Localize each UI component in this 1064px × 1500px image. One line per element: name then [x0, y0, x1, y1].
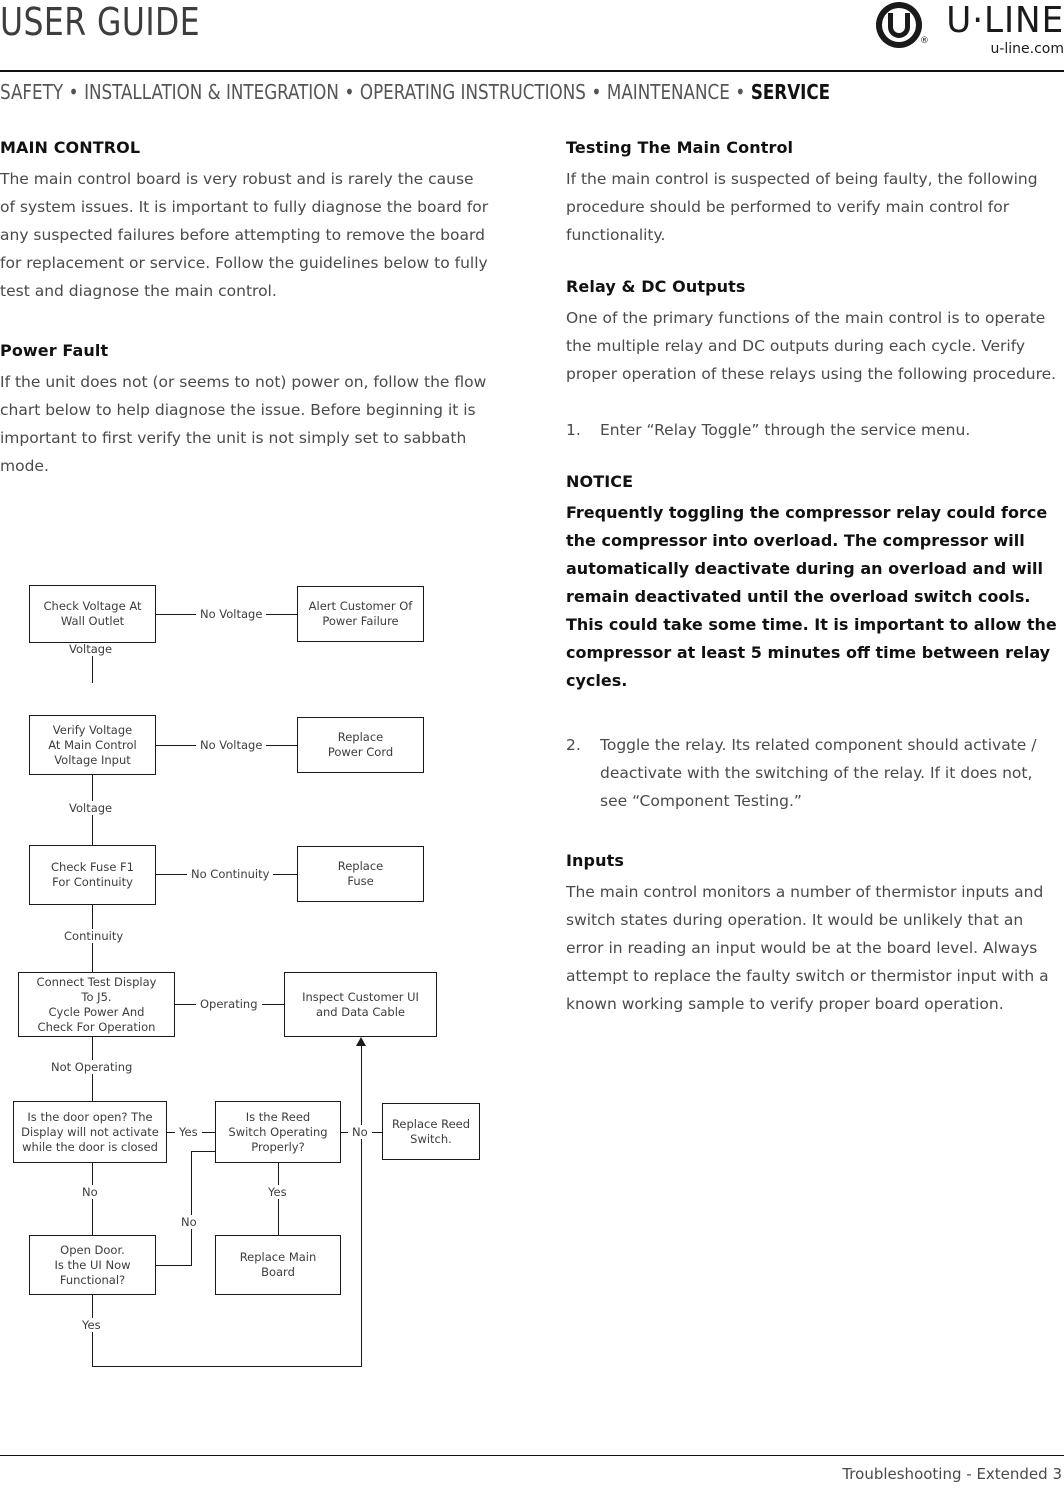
breadcrumb-separator-icon: •	[68, 80, 79, 104]
paragraph-power-fault: If the unit does not (or seems to not) p…	[0, 373, 487, 475]
page-title: USER GUIDE	[0, 0, 201, 44]
paragraph-relay-dc-outputs: One of the primary functions of the main…	[566, 309, 1057, 383]
flow-label-door-no: No	[78, 1185, 102, 1199]
step-text: Enter “Relay Toggle” through the service…	[600, 421, 971, 439]
flow-label-voltage-1: Voltage	[65, 642, 117, 656]
procedure-step-2: 2. Toggle the relay. Its related compone…	[566, 731, 1058, 815]
flow-edge-bottom-return	[92, 1366, 362, 1367]
flow-label-door-yes: Yes	[175, 1125, 202, 1139]
procedure-step-1: 1. Enter “Relay Toggle” through the serv…	[566, 416, 1058, 444]
flow-label-no-voltage-2: No Voltage	[196, 738, 267, 752]
right-column: Testing The Main Control If the main con…	[566, 138, 1058, 1026]
flow-label-not-operating: Not Operating	[47, 1060, 137, 1074]
list-item: 2. Toggle the relay. Its related compone…	[566, 731, 1058, 815]
paragraph-notice: Frequently toggling the compressor relay…	[566, 503, 1057, 690]
breadcrumb-item-safety[interactable]: SAFETY	[0, 80, 64, 104]
step-number: 1.	[566, 421, 581, 439]
flow-node-alert-customer: Alert Customer Of Power Failure	[297, 586, 424, 642]
flow-node-connect-test-display: Connect Test Display To J5. Cycle Power …	[18, 972, 175, 1037]
brand-wordmark: U·LINE	[946, 0, 1064, 41]
paragraph-testing-main-control: If the main control is suspected of bein…	[566, 170, 1038, 244]
heading-inputs: Inputs	[566, 851, 624, 870]
flow-label-no-voltage-1: No Voltage	[196, 607, 267, 621]
breadcrumb-item-maintenance[interactable]: MAINTENANCE	[606, 80, 730, 104]
left-column: MAIN CONTROL The main control board is v…	[0, 138, 492, 488]
uline-roundel-icon: ®	[875, 2, 930, 56]
flow-edge-door-no	[92, 1163, 93, 1235]
flow-label-reed-no-right: No	[348, 1125, 372, 1139]
paragraph-main-control: The main control board is very robust an…	[0, 170, 489, 300]
flow-edge-reed-no-left-top	[191, 1151, 215, 1152]
breadcrumb-item-service[interactable]: SERVICE	[750, 80, 831, 104]
flow-label-operating: Operating	[196, 997, 262, 1011]
heading-relay-dc-outputs: Relay & DC Outputs	[566, 277, 746, 296]
flow-node-check-voltage-wall: Check Voltage At Wall Outlet	[29, 585, 156, 643]
flow-label-voltage-2: Voltage	[65, 801, 117, 815]
flow-node-door-open: Is the door open? The Display will not a…	[13, 1101, 167, 1163]
registered-trademark-icon: ®	[919, 36, 929, 46]
flow-node-replace-main-board: Replace Main Board	[215, 1235, 341, 1295]
flow-label-open-door-yes: Yes	[78, 1318, 105, 1332]
flow-node-check-fuse: Check Fuse F1 For Continuity	[29, 845, 156, 905]
flow-node-replace-fuse: Replace Fuse	[297, 846, 424, 902]
header-divider	[0, 70, 1064, 72]
flow-label-reed-yes: Yes	[264, 1185, 291, 1199]
flow-label-reed-no-left: No	[177, 1215, 201, 1229]
breadcrumb-separator-icon: •	[591, 80, 602, 104]
list-item: 1. Enter “Relay Toggle” through the serv…	[566, 416, 1058, 444]
breadcrumb-separator-icon: •	[735, 80, 746, 104]
flow-edge-return-vertical	[361, 1046, 362, 1366]
flow-node-inspect-customer-ui: Inspect Customer UI and Data Cable	[284, 972, 437, 1037]
flow-node-reed-switch: Is the Reed Switch Operating Properly?	[215, 1101, 341, 1163]
heading-power-fault: Power Fault	[0, 341, 109, 360]
heading-notice: NOTICE	[566, 472, 634, 491]
breadcrumb-separator-icon: •	[344, 80, 355, 104]
step-text: Toggle the relay. Its related component …	[600, 736, 1037, 810]
flow-node-verify-voltage-main: Verify Voltage At Main Control Voltage I…	[29, 715, 156, 775]
breadcrumb-item-installation-integration[interactable]: INSTALLATION & INTEGRATION	[84, 80, 339, 104]
footer-page-label: Troubleshooting - Extended 3	[842, 1465, 1062, 1483]
brand-website: u-line.com	[990, 41, 1064, 57]
flow-label-no-continuity: No Continuity	[187, 867, 274, 881]
flow-edge-reed-no-left-vert	[191, 1151, 192, 1265]
breadcrumb-item-operating-instructions[interactable]: OPERATING INSTRUCTIONS	[359, 80, 586, 104]
flow-node-open-door: Open Door. Is the UI Now Functional?	[29, 1235, 156, 1295]
footer-divider	[0, 1455, 1064, 1456]
power-fault-flowchart: Check Voltage At Wall Outlet Alert Custo…	[0, 560, 520, 1367]
flow-edge-reed-no-left-bottom	[156, 1265, 192, 1266]
step-number: 2.	[566, 736, 581, 754]
heading-testing-main-control: Testing The Main Control	[566, 138, 794, 157]
breadcrumb: SAFETY•INSTALLATION & INTEGRATION•OPERAT…	[0, 80, 990, 104]
flow-edge-v1	[92, 643, 93, 683]
paragraph-inputs: The main control monitors a number of th…	[566, 883, 1049, 1013]
page-header: USER GUIDE ® U·LINE u-line.com	[0, 0, 1064, 68]
flow-edge-reed-yes	[278, 1163, 279, 1235]
flow-node-replace-reed-switch: Replace Reed Switch.	[382, 1103, 480, 1160]
flow-arrowhead-up-to-inspect	[356, 1037, 366, 1046]
flow-label-continuity: Continuity	[60, 929, 128, 943]
heading-main-control: MAIN CONTROL	[0, 138, 141, 157]
uline-logo: ® U·LINE u-line.com	[875, 0, 1064, 62]
flow-node-replace-power-cord: Replace Power Cord	[297, 717, 424, 773]
